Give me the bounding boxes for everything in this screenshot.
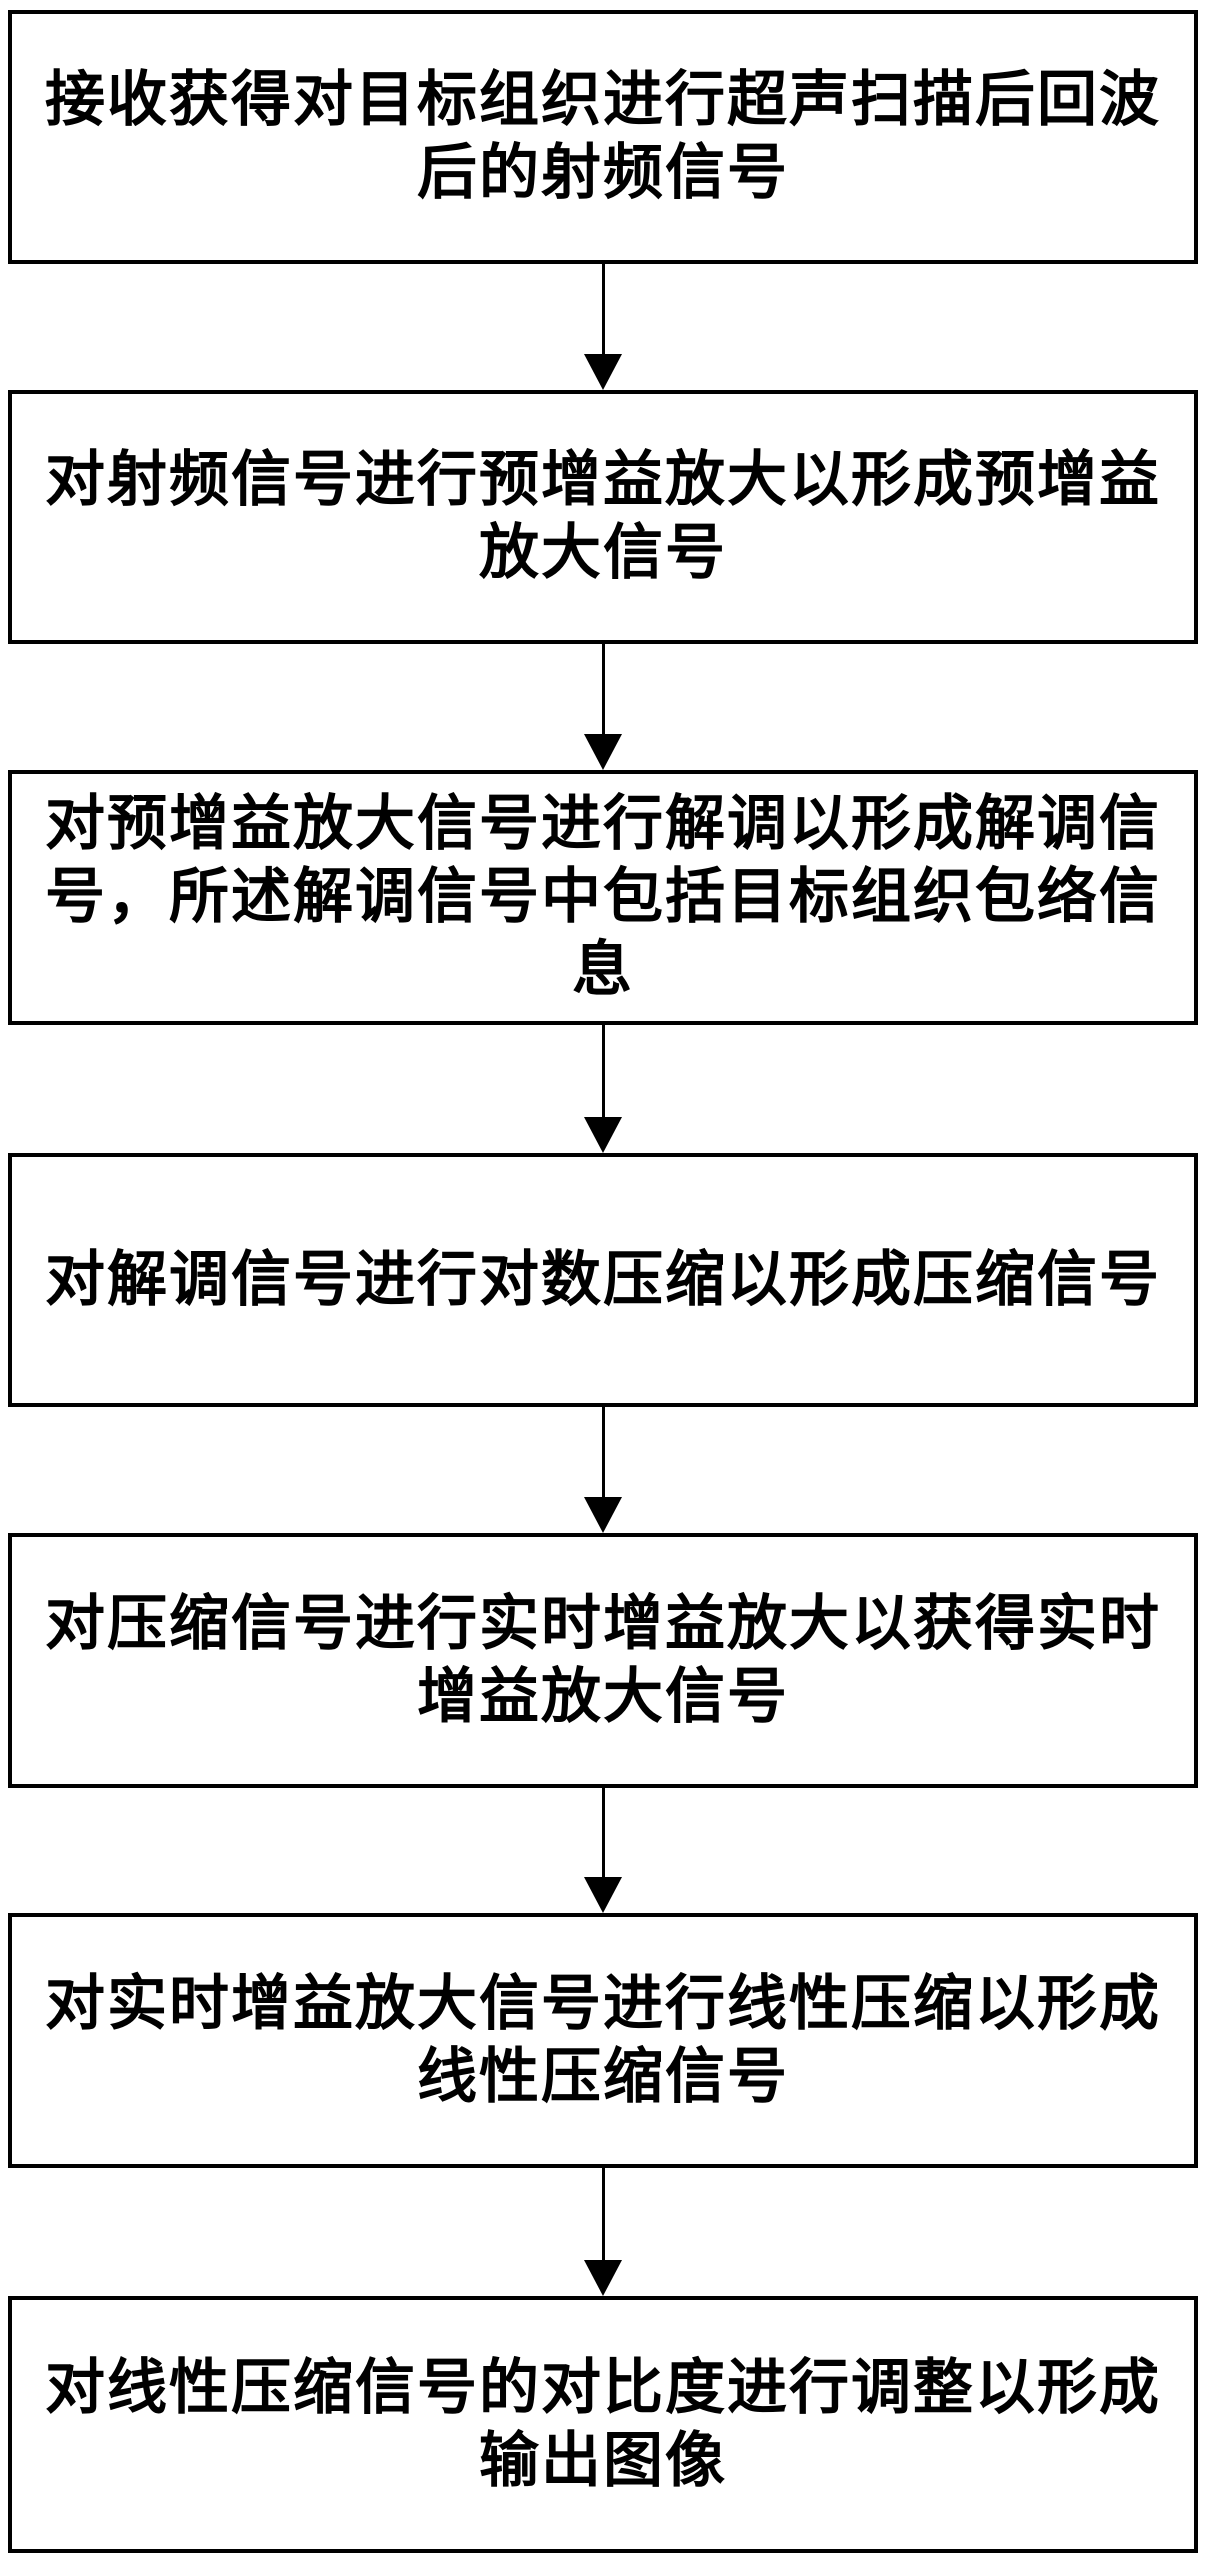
flow-step-3-line-2: 号，所述解调信号中包括目标组织包络信 (45, 864, 1161, 930)
down-arrow-4 (0, 1407, 1206, 1533)
flow-step-3-line-1: 对预增益放大信号进行解调以形成解调信 (45, 791, 1161, 857)
flow-step-7-line-1: 对线性压缩信号的对比度进行调整以形成 (45, 2354, 1161, 2421)
flow-step-7-line-2: 输出图像 (479, 2427, 727, 2494)
flow-step-3-line-3: 息 (572, 937, 634, 1003)
flow-step-2-line-2: 放大信号 (479, 520, 727, 586)
flow-step-6-line-1: 对实时增益放大信号进行线性压缩以形成 (45, 1970, 1161, 2037)
flow-step-4-line-1: 对解调信号进行对数压缩以形成压缩信号 (45, 1246, 1161, 1313)
arrow-head-icon (584, 734, 622, 770)
flow-step-2: 对射频信号进行预增益放大以形成预增益 放大信号 (8, 390, 1198, 644)
flow-step-2-line-1: 对射频信号进行预增益放大以形成预增益 (45, 447, 1161, 513)
arrow-stem (601, 1788, 605, 1877)
flow-step-5-line-1: 对压缩信号进行实时增益放大以获得实时 (45, 1590, 1161, 1657)
arrow-stem (601, 1407, 605, 1497)
flow-step-1: 接收获得对目标组织进行超声扫描后回波 后的射频信号 (8, 10, 1198, 264)
flow-step-1-line-1: 接收获得对目标组织进行超声扫描后回波 (45, 67, 1161, 133)
arrow-stem (601, 644, 605, 734)
flow-step-6: 对实时增益放大信号进行线性压缩以形成 线性压缩信号 (8, 1913, 1198, 2168)
flow-step-5: 对压缩信号进行实时增益放大以获得实时 增益放大信号 (8, 1533, 1198, 1788)
arrow-head-icon (584, 1117, 622, 1153)
flow-step-7: 对线性压缩信号的对比度进行调整以形成 输出图像 (8, 2296, 1198, 2553)
arrow-head-icon (584, 1877, 622, 1913)
arrow-stem (601, 1025, 605, 1117)
down-arrow-2 (0, 644, 1206, 770)
arrow-head-icon (584, 354, 622, 390)
flow-step-1-line-2: 后的射频信号 (417, 140, 789, 206)
down-arrow-3 (0, 1025, 1206, 1153)
arrow-head-icon (584, 1497, 622, 1533)
flow-step-3: 对预增益放大信号进行解调以形成解调信 号，所述解调信号中包括目标组织包络信 息 (8, 770, 1198, 1025)
flow-step-4: 对解调信号进行对数压缩以形成压缩信号 (8, 1153, 1198, 1407)
down-arrow-1 (0, 264, 1206, 390)
arrow-head-icon (584, 2260, 622, 2296)
flow-step-6-line-2: 线性压缩信号 (417, 2043, 789, 2110)
down-arrow-5 (0, 1788, 1206, 1913)
arrow-stem (601, 264, 605, 354)
arrow-stem (601, 2168, 605, 2260)
flow-step-5-line-2: 增益放大信号 (417, 1663, 789, 1730)
down-arrow-6 (0, 2168, 1206, 2296)
